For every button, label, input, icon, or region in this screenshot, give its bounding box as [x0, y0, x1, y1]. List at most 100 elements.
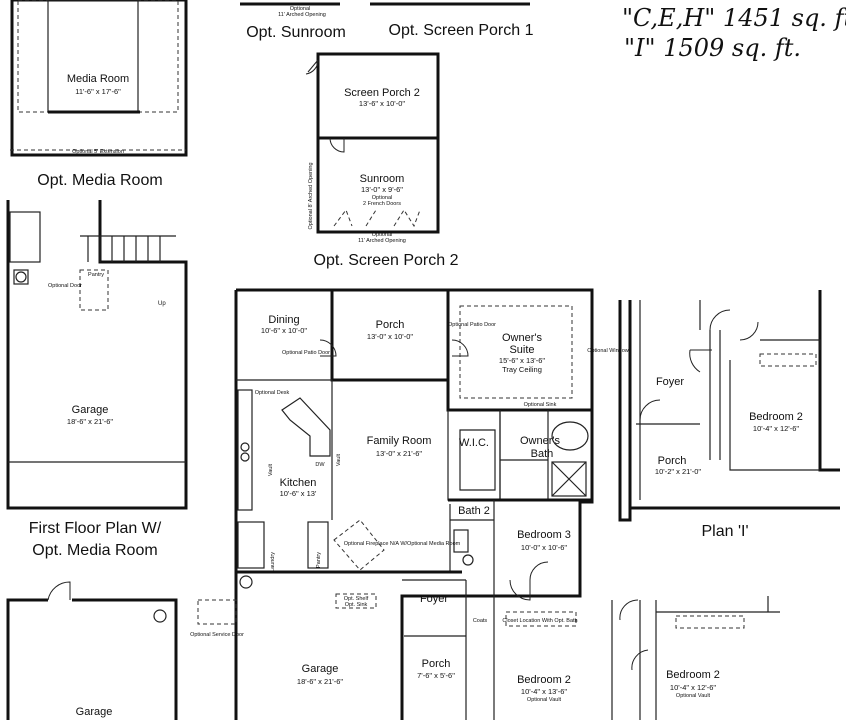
owners-suite-name2: Suite: [509, 344, 534, 356]
screen-porch-2-name: Screen Porch 2: [344, 87, 420, 99]
kitchen-dims: 10'-6" x 13': [280, 489, 317, 498]
stairs-left: [80, 235, 176, 262]
laundry-label: Laundry: [270, 552, 276, 572]
sunroom-door: [329, 137, 345, 153]
garage-main-dims: 18'-6" x 21'-6": [297, 677, 343, 686]
porch-top-dims: 13'-0" x 10'-0": [367, 332, 413, 341]
foyer-i-name: Foyer: [656, 376, 684, 388]
media-room-outline: [10, 0, 188, 157]
owners-suite-dims: 15'-6" x 13'-6": [499, 356, 545, 365]
tray-ceiling: [459, 305, 573, 399]
bath2-name: Bath 2: [458, 505, 490, 517]
br-doors: [619, 599, 649, 671]
main-outer-wall: [234, 288, 594, 720]
vault-label-2: Vault: [336, 453, 342, 466]
sqft-line-1: "C,E,H" 1451 sq. ft.: [622, 4, 846, 32]
dining-dims: 10'-6" x 10'-0": [261, 326, 307, 335]
up-label: Up: [158, 301, 166, 307]
foyer-main-name: Foyer: [420, 593, 448, 605]
bedroom3-dims: 10'-0" x 10'-6": [521, 543, 567, 552]
sunroom-french-note: 2 French Doors: [363, 201, 401, 207]
water-heater-circle: [15, 271, 27, 283]
bedroom2-i-name: Bedroom 2: [749, 411, 803, 423]
plan-i-walls: [639, 300, 821, 500]
caption-plan-i: Plan 'I': [701, 523, 748, 540]
opt-screen-porch-2-plan: Screen Porch 2 13'-6" x 10'-0" Sunroom 1…: [305, 52, 440, 244]
porch-i-name: Porch: [658, 455, 687, 467]
dw-label: DW: [315, 462, 325, 468]
bl-water-heater: [153, 609, 167, 623]
plan-i-closet: [759, 353, 817, 367]
caption-first-floor-2: Opt. Media Room: [32, 542, 157, 559]
bedroom2-i-dims: 10'-4" x 12'-6": [753, 424, 799, 433]
porch-main-dims: 7'-6" x 5'-6": [417, 671, 455, 680]
caption-first-floor-1: First Floor Plan W/: [29, 520, 162, 537]
bedroom2-br-vault: Optional Vault: [676, 693, 711, 699]
garage-left-dims: 18'-6" x 21'-6": [67, 417, 113, 426]
opt-5-extension-note: Optional 5' Extension: [72, 149, 124, 155]
closet-location-note: Closet Location With Opt. Bath: [502, 618, 577, 624]
kitchen-counter: [237, 389, 253, 511]
pantry-left-label: Pantry: [88, 272, 104, 278]
porch-i-dims: 10'-2" x 21'-0": [655, 467, 701, 476]
service-door-note: Optional Service Door: [190, 632, 244, 638]
family-room-dims: 13'-0" x 21'-6": [376, 449, 422, 458]
opt-sink-note: Opt. Sink: [345, 602, 368, 608]
optional-desk-note: Optional Desk: [255, 390, 290, 396]
porch2-arched-note: 11' Arched Opening: [358, 238, 406, 244]
opt-shelf-sink: [335, 593, 377, 609]
bedroom2-main-dims: 10'-4" x 13'-6": [521, 687, 567, 696]
first-floor-media-plan: Pantry Optional Door Up Garage 18'-6" x …: [6, 200, 188, 510]
screen-porch-2-outline: [316, 52, 440, 234]
bathtub: [551, 421, 589, 451]
sqft-line-2: "I" 1509 sq. ft.: [624, 34, 801, 62]
media-room-name: Media Room: [67, 73, 129, 85]
porch2-door: [305, 59, 319, 75]
bottom-right-plan: Bedroom 2 10'-4" x 12'-6" Optional Vault: [611, 596, 780, 720]
bottom-left-plan: Garage: [6, 581, 178, 720]
water-heater-main: [239, 575, 253, 589]
wic-walls: [447, 410, 501, 501]
pantry-box: [307, 521, 329, 569]
screen-porch-2-dims: 13'-6" x 10'-0": [359, 99, 405, 108]
plan-i-doors: [639, 309, 759, 421]
porch-top-name: Porch: [376, 319, 405, 331]
caption-opt-media-room: Opt. Media Room: [37, 172, 162, 189]
caption-opt-screen-porch-1: Opt. Screen Porch 1: [389, 22, 534, 39]
optional-sink-note: Optional Sink: [524, 402, 557, 408]
optional-window-note: Optional Window: [587, 348, 629, 354]
bath2-tub: [453, 529, 469, 553]
plan-i-door2: [689, 349, 712, 373]
family-room-name: Family Room: [367, 435, 432, 447]
porch2-opt-note: Optional: [372, 232, 393, 238]
caption-opt-screen-porch-2: Opt. Screen Porch 2: [314, 252, 459, 269]
shower: [551, 461, 587, 497]
dining-patio-note: Optional Patio Door: [282, 350, 330, 356]
wic-name: W.I.C.: [459, 437, 489, 449]
bedroom2-br-dims: 10'-4" x 12'-6": [670, 683, 716, 692]
dining-name: Dining: [268, 314, 299, 326]
garage-bl-name: Garage: [76, 706, 113, 718]
dining-patio-door: [319, 339, 337, 357]
media-room-dims: 11'-6" x 17'-6": [75, 87, 121, 96]
french-doors: [333, 208, 421, 228]
bedroom3-name: Bedroom 3: [517, 529, 571, 541]
br-closet: [675, 615, 745, 629]
fireplace: [333, 519, 385, 571]
bath2-walls: [449, 500, 495, 572]
sunroom-arched-note: 11' Arched Opening: [278, 12, 326, 18]
garage-main-name: Garage: [302, 663, 339, 675]
bath-walls: [499, 410, 549, 500]
garage-left-name: Garage: [72, 404, 109, 416]
optional-door-left: Optional Door: [48, 283, 82, 289]
sunroom-opt-note: Optional: [372, 195, 393, 201]
opt-service-door: [197, 599, 237, 625]
sunroom-dims: 13'-0" x 9'-6": [361, 185, 403, 194]
caption-opt-sunroom: Opt. Sunroom: [246, 24, 346, 41]
laundry-box: [237, 521, 265, 569]
porch2-side-note: Optional 8' Arched Opening: [308, 162, 314, 229]
closet-location: [505, 611, 577, 627]
bl-door: [47, 581, 71, 601]
br-walls: [611, 596, 780, 720]
